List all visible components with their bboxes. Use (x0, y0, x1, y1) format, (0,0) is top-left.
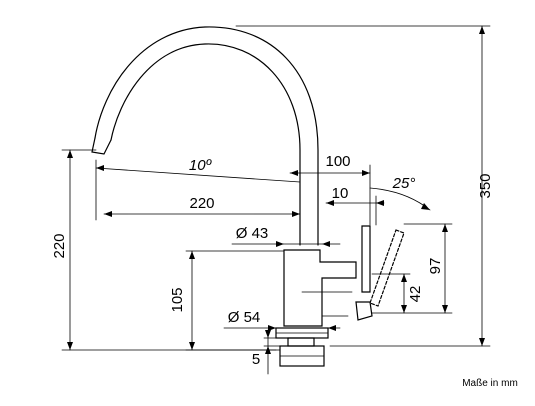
dim-body-diameter: Ø 43 (236, 225, 269, 242)
faucet-body (283, 249, 357, 327)
arrowheads (67, 26, 485, 354)
faucet-outline (91, 26, 405, 367)
spout-outer (94, 26, 319, 246)
dim-height-spout: 220 (51, 233, 68, 258)
dim-lever-height: 105 (169, 287, 186, 312)
dim-lever-angle: 25° (392, 175, 416, 192)
lever-tilted (369, 229, 405, 307)
spout-inner (110, 43, 301, 246)
dim-handle-length: 97 (427, 258, 444, 275)
dim-base-height: 5 (252, 351, 260, 368)
dim-spout-angle: 10º (189, 157, 213, 174)
shank (287, 337, 315, 347)
dimension-lines (61, 25, 491, 375)
dim-reach: 220 (189, 195, 214, 212)
lever-handle (361, 225, 371, 293)
spout-tip (91, 137, 112, 155)
units-note: Maße in mm (462, 378, 518, 389)
dim-handle-pivot: 42 (407, 286, 424, 303)
dim-lever-offset: 10 (332, 185, 349, 202)
lever-knob (355, 301, 373, 321)
dim-base-diameter: Ø 54 (228, 309, 261, 326)
dim-spout-offset: 100 (325, 153, 350, 170)
dim-height-total: 350 (477, 173, 494, 198)
